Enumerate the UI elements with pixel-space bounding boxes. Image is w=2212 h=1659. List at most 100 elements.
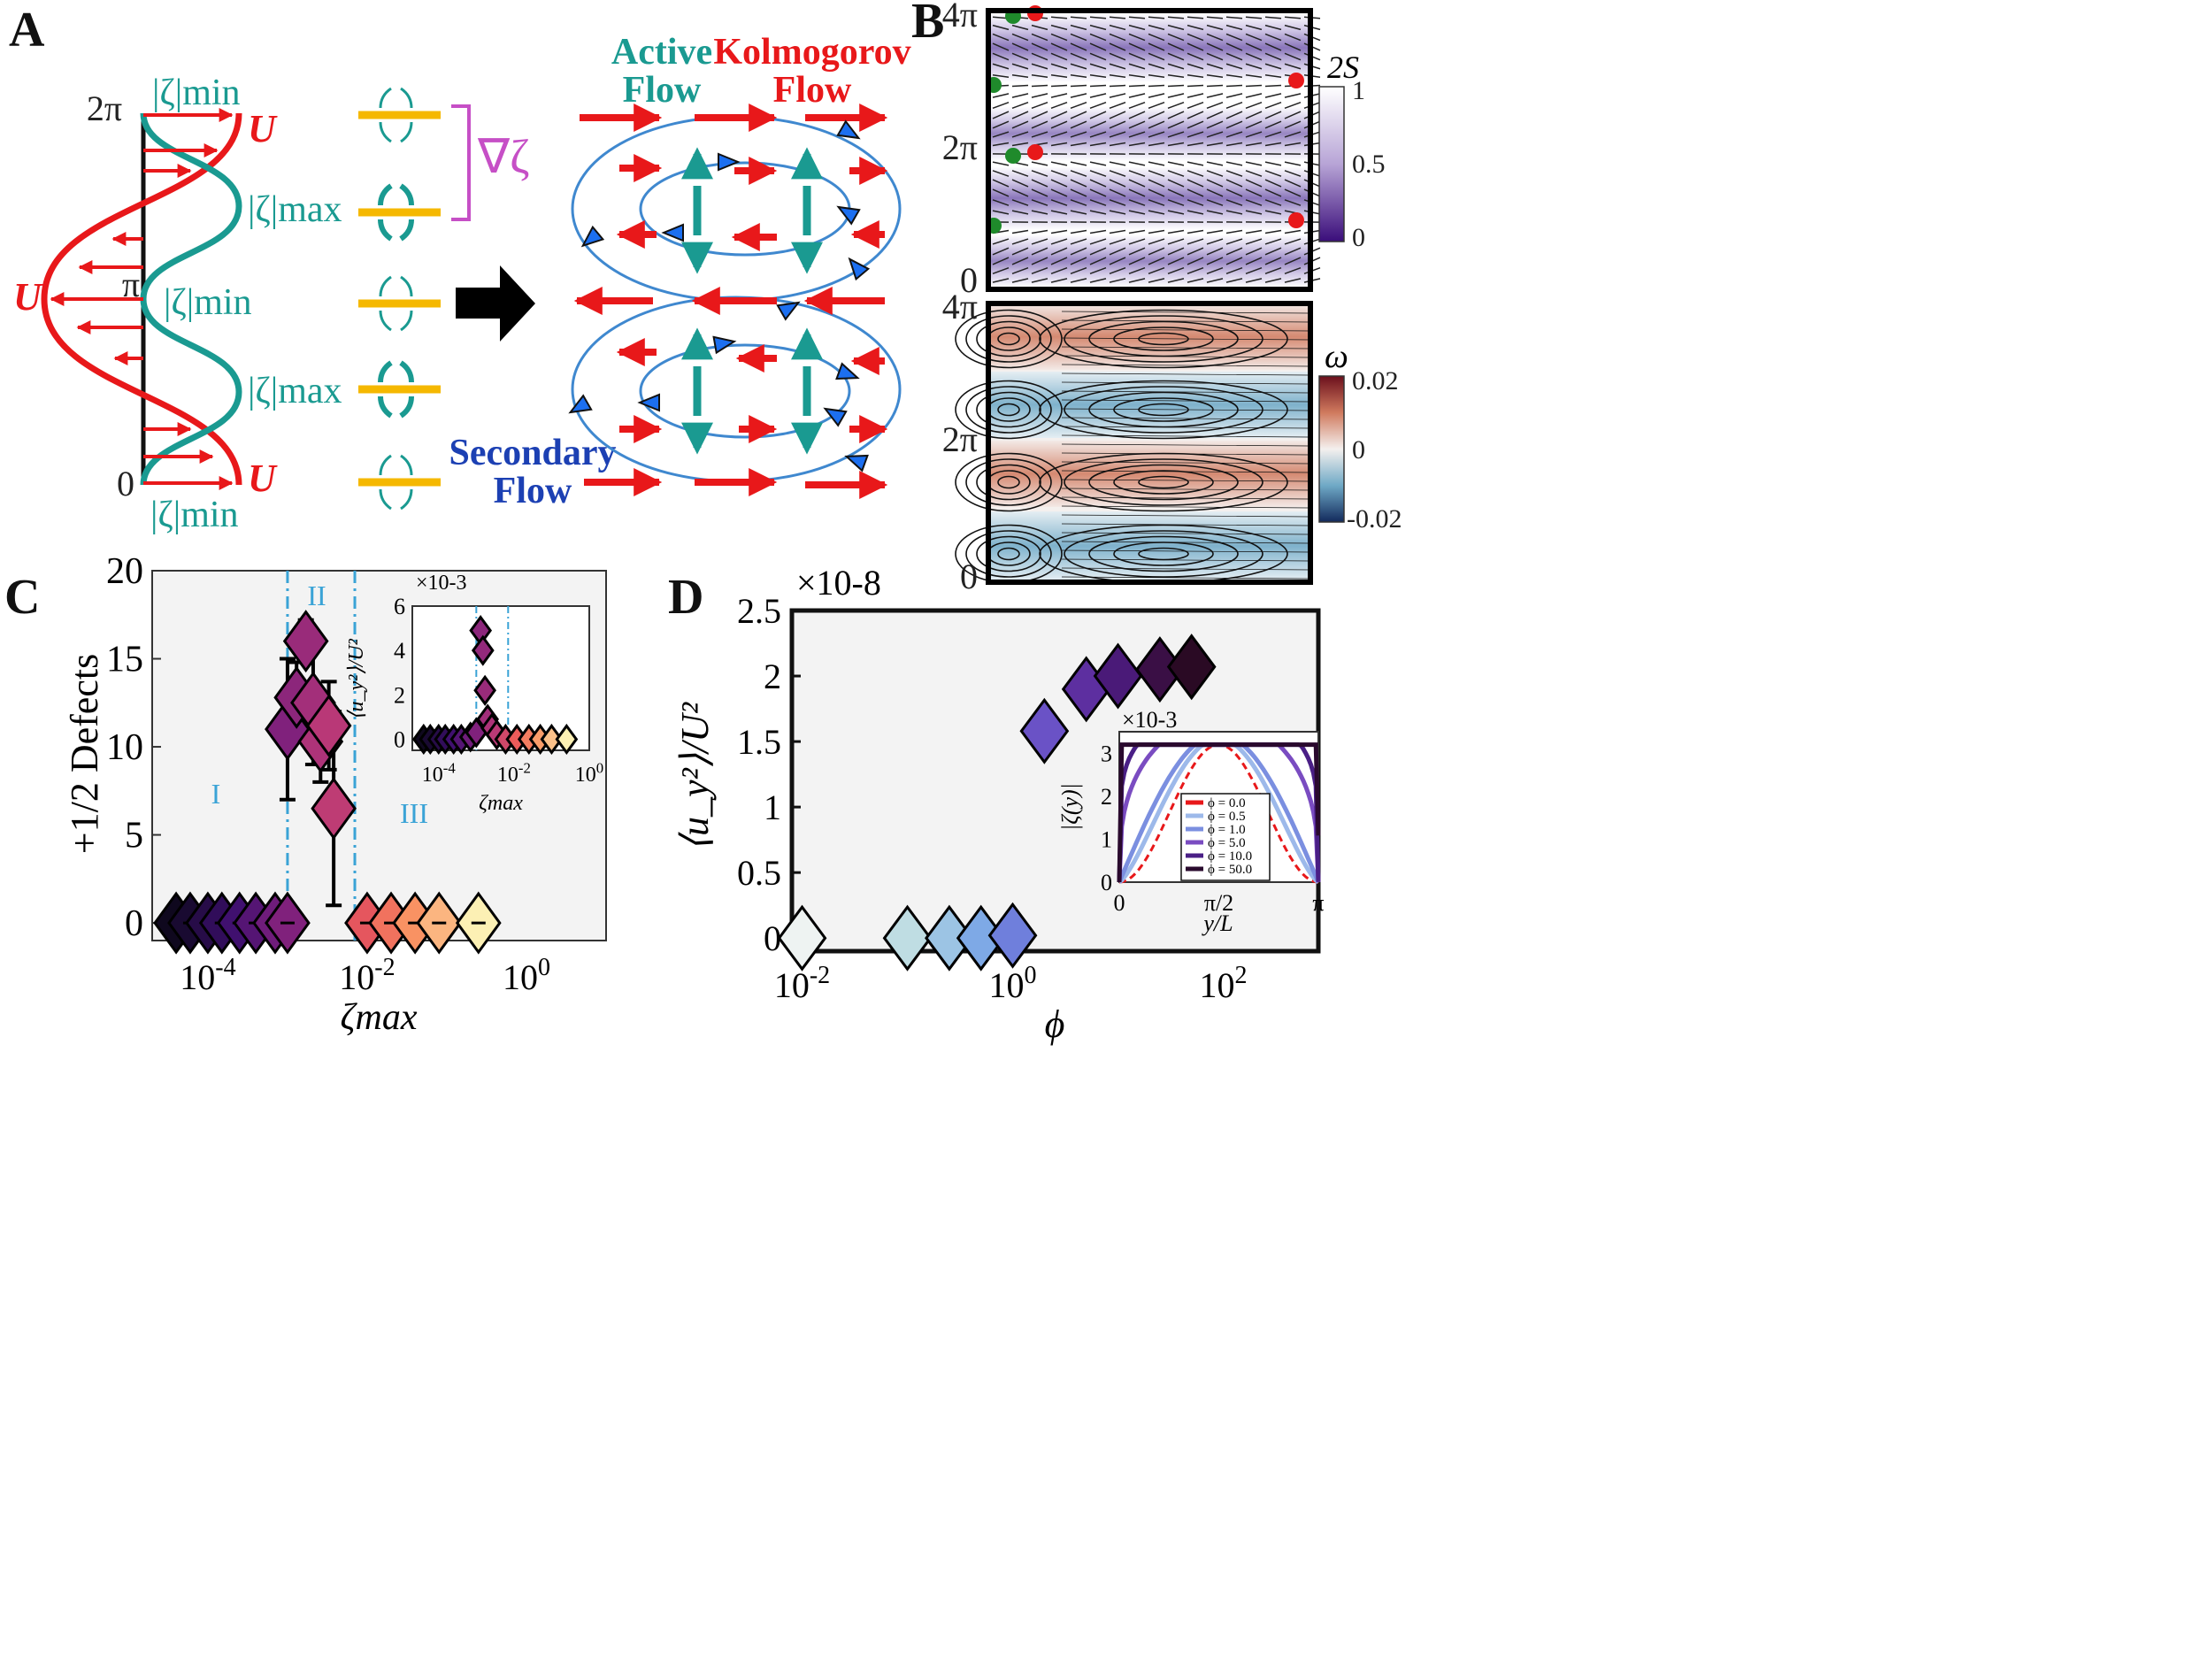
c-region-ii: II bbox=[307, 580, 326, 611]
colorbar-omega bbox=[1318, 375, 1345, 523]
cbar-2s-tick-05: 0.5 bbox=[1352, 150, 1386, 179]
u-label-bottom: U bbox=[248, 457, 278, 500]
cbar-2s-tick-0: 0 bbox=[1352, 223, 1365, 252]
d-inset-ytick: 1 bbox=[1101, 826, 1112, 852]
cbar-omega-tick-0: 0 bbox=[1352, 435, 1365, 465]
d-inset-series bbox=[1117, 742, 1321, 883]
d-inset-legend-label: ϕ = 50.0 bbox=[1208, 863, 1252, 877]
active-flow-label-1: Active bbox=[611, 32, 712, 73]
c-xtick: 10-4 bbox=[180, 954, 235, 997]
panel-b: B 4π 2π 0 2S 1 0.5 0 bbox=[911, 0, 1402, 596]
u-label-mid: U bbox=[13, 275, 43, 319]
c-ytick: 10 bbox=[106, 727, 143, 768]
zeta-min-label-top: |ζ|min bbox=[152, 73, 241, 113]
d-point bbox=[1166, 634, 1217, 701]
panel-a: A 2π π 0 U U U |ζ|min |ζ|max |ζ|min bbox=[9, 3, 911, 535]
d-inset-legend-label: ϕ = 10.0 bbox=[1208, 849, 1252, 864]
transition-arrow bbox=[456, 265, 535, 342]
kolmogorov-arrows bbox=[573, 104, 888, 499]
secondary-flow-arrowheads bbox=[568, 119, 871, 472]
c-ytick: 0 bbox=[125, 903, 143, 944]
panel-a-letter: A bbox=[9, 3, 45, 58]
panel-b-letter: B bbox=[911, 0, 944, 49]
c-point bbox=[305, 694, 352, 757]
zeta-min-label-mid: |ζ|min bbox=[164, 282, 252, 323]
d-inset-ylabel: |ζ(y)| bbox=[1057, 783, 1083, 831]
d-ytick: 0 bbox=[764, 918, 781, 958]
c-inset-xlabel: ζmax bbox=[479, 792, 523, 815]
c-inset-multiplier: ×10-3 bbox=[416, 572, 467, 595]
d-xtick: 102 bbox=[1200, 962, 1248, 1005]
d-inset-xtick: π bbox=[1312, 890, 1324, 916]
panel-c-letter: C bbox=[4, 570, 40, 625]
c-region-i: I bbox=[211, 778, 221, 810]
d-inset-ytick: 3 bbox=[1101, 741, 1112, 766]
c-ylabel: +1/2 Defects bbox=[63, 654, 106, 854]
secondary-flow-label-1: Secondary bbox=[449, 433, 617, 473]
colorbar-2s-label: 2S bbox=[1327, 50, 1359, 85]
a-tick-pi: π bbox=[122, 265, 140, 304]
c-data-points bbox=[153, 610, 502, 955]
d-xtick: 10-2 bbox=[774, 962, 830, 1005]
d-inset-legend-label: ϕ = 0.5 bbox=[1208, 810, 1246, 824]
c-ytick: 15 bbox=[106, 640, 143, 680]
d-inset-multiplier: ×10-3 bbox=[1122, 707, 1177, 733]
d-point bbox=[777, 904, 827, 972]
d-inset-xtick: 0 bbox=[1114, 890, 1125, 916]
c-point bbox=[311, 777, 357, 841]
c-inset-xtick: 10-4 bbox=[422, 759, 457, 787]
d-ytick: 1.5 bbox=[737, 722, 781, 762]
d-ytick: 2.5 bbox=[737, 591, 781, 631]
b-top-tick-0: 0 bbox=[960, 260, 978, 300]
zeta-max-label-1: |ζ|max bbox=[248, 189, 342, 230]
velocity-profile-curve bbox=[41, 112, 242, 486]
c-inset-point bbox=[555, 723, 579, 755]
d-ytick: 2 bbox=[764, 657, 781, 696]
d-inset-ytick: 0 bbox=[1101, 870, 1112, 895]
d-inset-legend-entries: ϕ = 0.0ϕ = 0.5ϕ = 1.0ϕ = 5.0ϕ = 10.0ϕ = … bbox=[1186, 796, 1252, 877]
c-ytick: 20 bbox=[106, 551, 143, 592]
c-inset-points bbox=[411, 615, 579, 755]
c-inset-point bbox=[471, 634, 495, 666]
c-xlabel: ζmax bbox=[341, 997, 418, 1038]
c-inset-point bbox=[473, 674, 496, 706]
cbar-2s-tick-1: 1 bbox=[1352, 76, 1365, 105]
grad-zeta-label: ∇ζ bbox=[477, 130, 529, 183]
b-bottom-tick-4pi: 4π bbox=[942, 287, 978, 326]
d-ytick: 0.5 bbox=[737, 853, 781, 893]
kolmogorov-flow-label-1: Kolmogorov bbox=[713, 32, 910, 73]
c-ytick: 5 bbox=[125, 816, 143, 856]
d-inset-legend-label: ϕ = 0.0 bbox=[1208, 796, 1246, 810]
grad-zeta-bracket bbox=[451, 104, 471, 221]
c-xtick: 10-2 bbox=[339, 954, 395, 997]
c-xtick: 100 bbox=[503, 954, 550, 997]
d-inset-legend bbox=[1180, 793, 1271, 881]
a-tick-2pi: 2π bbox=[87, 88, 122, 128]
c-inset-ytick: 0 bbox=[394, 726, 405, 752]
d-ylabel: ⟨u_y²⟩/U² bbox=[673, 702, 717, 851]
b-bottom-tick-0: 0 bbox=[960, 557, 978, 596]
colorbar-omega-label: ω bbox=[1325, 338, 1348, 375]
c-region-iii: III bbox=[400, 797, 428, 829]
vorticity-field bbox=[955, 301, 1313, 585]
b-top-tick-4pi: 4π bbox=[942, 0, 978, 35]
d-point bbox=[882, 904, 933, 972]
d-inset-xtick: π/2 bbox=[1204, 890, 1233, 916]
cbar-omega-tick-min: -0.02 bbox=[1347, 504, 1402, 534]
active-flow-label-2: Flow bbox=[623, 70, 702, 111]
c-point bbox=[282, 610, 329, 673]
cbar-omega-tick-max: 0.02 bbox=[1352, 366, 1399, 396]
d-ytick: 1 bbox=[764, 787, 781, 827]
d-inset-ytick: 2 bbox=[1101, 784, 1112, 810]
b-top-tick-2pi: 2π bbox=[942, 127, 978, 167]
b-bottom-tick-2pi: 2π bbox=[942, 419, 978, 459]
d-inset-legend-label: ϕ = 1.0 bbox=[1208, 823, 1246, 837]
order-parameter-field bbox=[986, 5, 1321, 292]
c-inset-ytick: 4 bbox=[394, 638, 405, 664]
c-inset-ytick: 6 bbox=[394, 594, 405, 619]
c-inset-xtick: 100 bbox=[575, 759, 603, 787]
